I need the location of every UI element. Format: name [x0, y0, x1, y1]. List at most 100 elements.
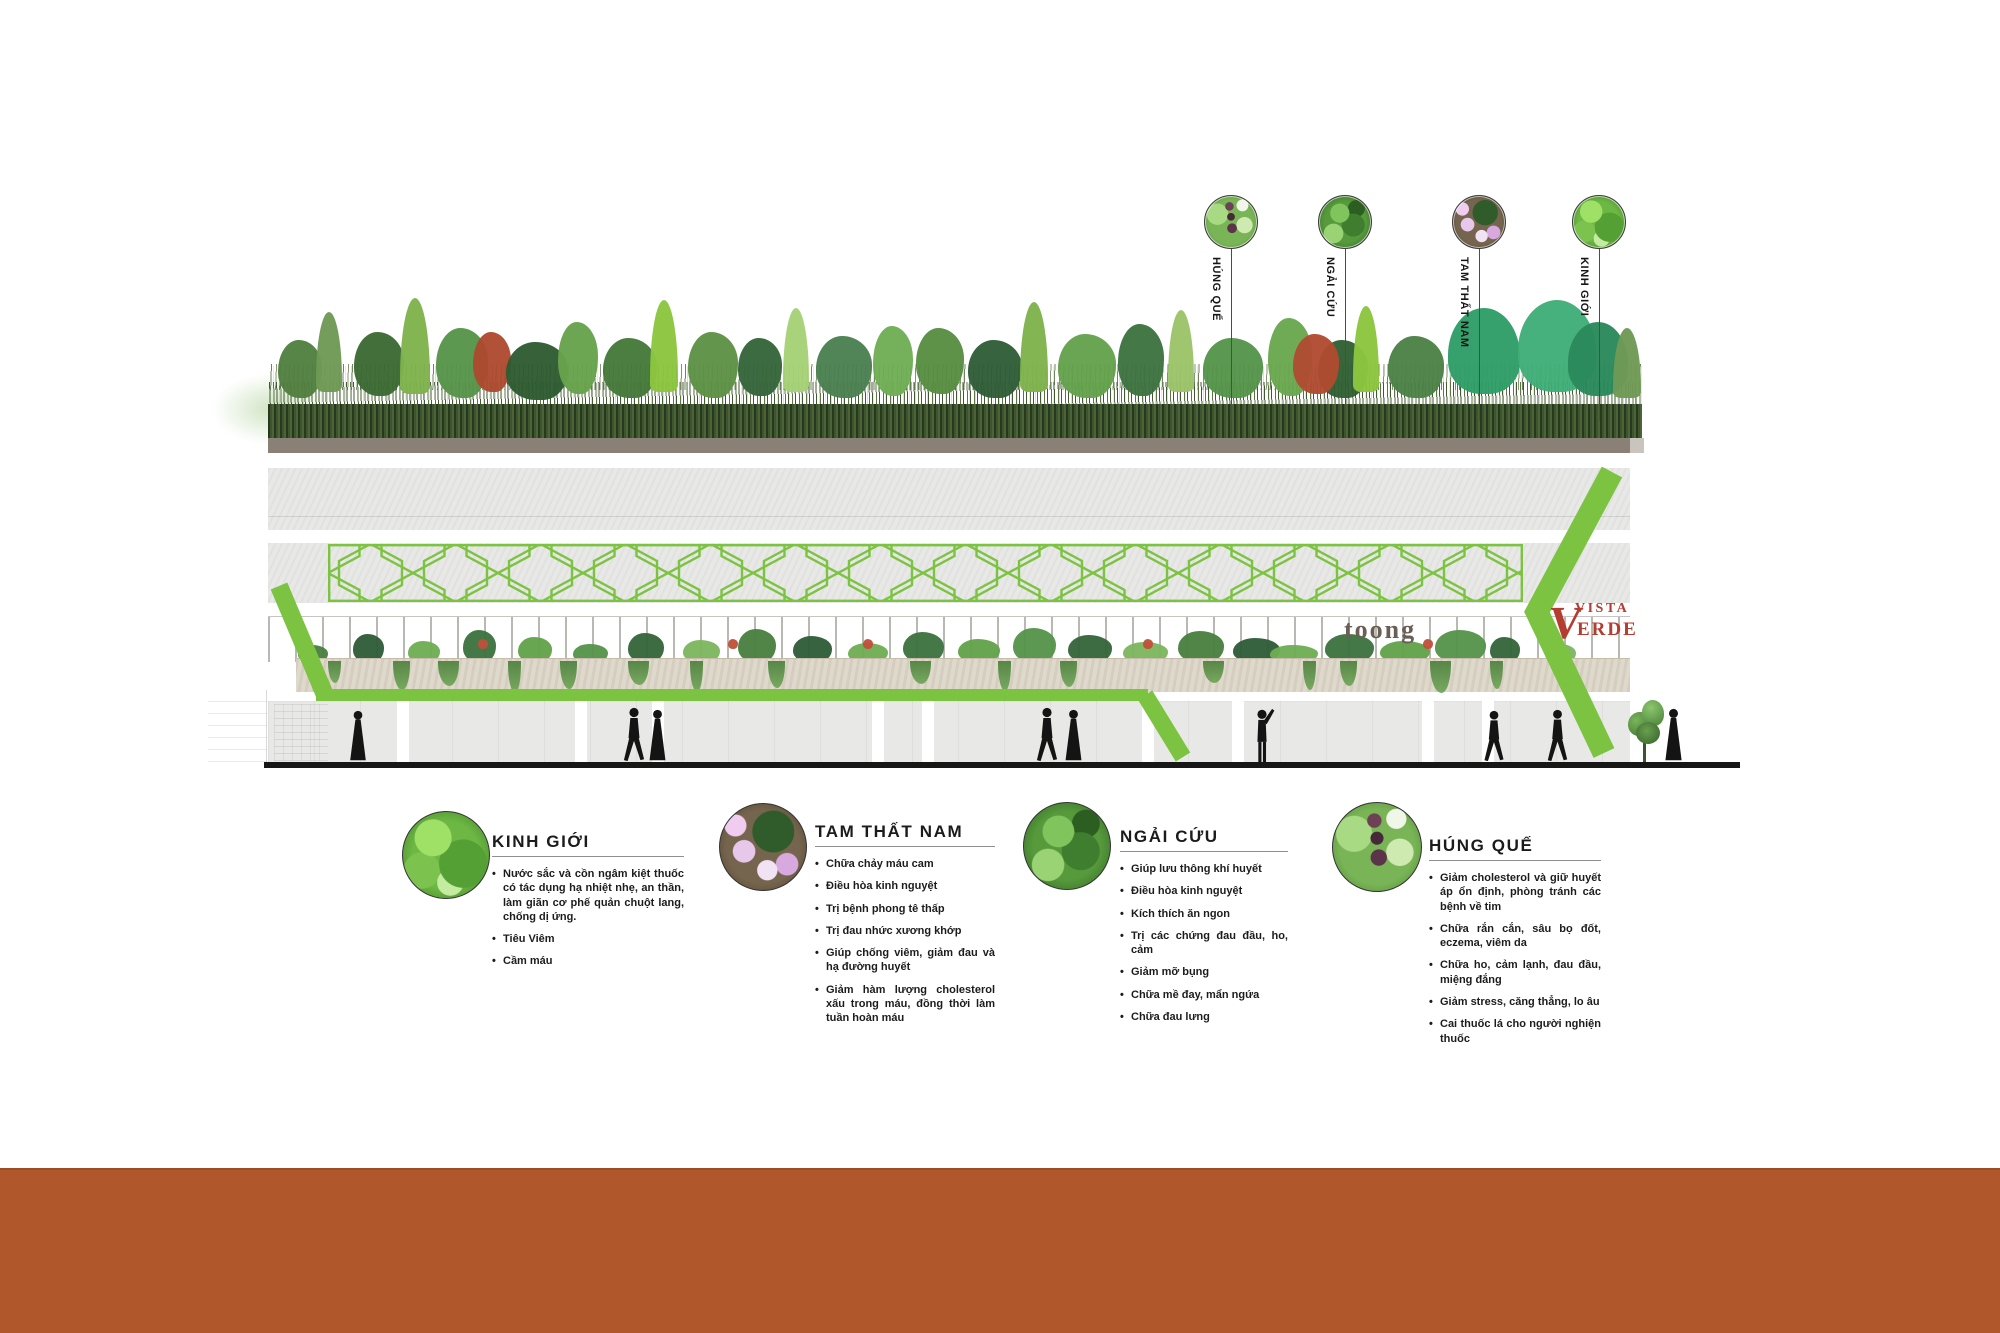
callout-hung-que: HÚNG QUẾ	[1204, 195, 1260, 421]
plant-blob	[816, 336, 872, 398]
vine	[1203, 661, 1224, 683]
brand-line1: VISTA	[1575, 601, 1630, 616]
roof-slab-edge	[1630, 438, 1644, 453]
plant-blob	[473, 332, 511, 392]
flower-accent	[863, 639, 873, 649]
plant-blob	[1020, 302, 1048, 392]
callout-label: KINH GIỚI	[1578, 257, 1590, 317]
benefit-item: Chữa chảy máu cam	[815, 857, 995, 872]
entry-sketch	[208, 690, 267, 762]
plant-blob	[1293, 334, 1339, 394]
plant-blob	[783, 308, 809, 392]
hexagon-facade-pattern	[328, 544, 1523, 602]
flower-accent	[728, 639, 738, 649]
pedestrian-silhouette	[350, 710, 366, 761]
vine	[560, 661, 577, 689]
plant-blob	[506, 342, 568, 400]
pedestrian-silhouette	[1257, 708, 1275, 762]
stair-sketch	[274, 704, 328, 761]
vine	[1430, 661, 1451, 693]
leader-line	[1231, 249, 1232, 421]
plant-photo-hung-que	[1332, 802, 1422, 892]
benefit-list: Giúp lưu thông khí huyếtĐiều hòa kinh ng…	[1120, 862, 1288, 1025]
brand-line2: ERDE	[1577, 619, 1638, 640]
plant-blob	[1118, 324, 1164, 396]
plant-blob	[738, 629, 776, 663]
street-plant	[1626, 698, 1666, 762]
vine	[1340, 661, 1357, 686]
vine	[438, 661, 459, 686]
section-title: TAM THẤT NAM	[815, 822, 964, 841]
benefit-item: Giảm hàm lượng cholesterol xấu trong máu…	[815, 983, 995, 1026]
column-gap	[1422, 701, 1434, 762]
plant-blob	[354, 332, 404, 396]
title-underline	[815, 846, 995, 847]
benefit-list: Nước sắc và cồn ngâm kiệt thuốc có tác d…	[492, 867, 684, 969]
benefit-item: Điều hòa kinh nguyệt	[815, 879, 995, 894]
plant-photo-ngai-cuu	[1023, 802, 1111, 890]
ground-line	[264, 762, 1740, 768]
benefit-item: Giúp lưu thông khí huyết	[1120, 862, 1288, 877]
column-gap	[397, 701, 409, 762]
benefit-item: Giảm stress, căng thẳng, lo âu	[1429, 995, 1601, 1010]
terrace-planting	[298, 621, 1624, 663]
section-title: NGẢI CỨU	[1120, 827, 1219, 846]
plant-blob	[1353, 306, 1379, 392]
benefit-item: Giảm mỡ bụng	[1120, 965, 1288, 980]
vine	[1060, 661, 1077, 687]
vine	[508, 661, 521, 693]
flower-accent	[1143, 639, 1153, 649]
plant-blob	[400, 298, 430, 394]
vine	[393, 661, 410, 690]
benefit-item: Nước sắc và cồn ngâm kiệt thuốc có tác d…	[492, 867, 684, 924]
title-underline	[1120, 851, 1288, 852]
plant-blob	[873, 326, 913, 396]
title-underline	[492, 856, 684, 857]
plant-photo-hung-que	[1204, 195, 1258, 249]
roof-slab	[268, 438, 1630, 453]
plant-blob	[1058, 334, 1116, 398]
terrace-floor: toong	[268, 615, 1630, 701]
benefit-list: Giảm cholesterol và giữ huyết áp ổn định…	[1429, 871, 1601, 1046]
column-gap	[872, 701, 884, 762]
benefit-item: Giảm cholesterol và giữ huyết áp ổn định…	[1429, 871, 1601, 914]
benefit-item: Chữa mề đay, mẩn ngứa	[1120, 988, 1288, 1003]
benefit-item: Chữa rắn cắn, sâu bọ đốt, eczema, viêm d…	[1429, 922, 1601, 951]
callout-tam-that-nam: TAM THẤT NAM	[1452, 195, 1508, 421]
column-gap	[1142, 701, 1154, 762]
roof-garden-planting	[213, 250, 1642, 444]
benefit-item: Trị đau nhức xương khớp	[815, 924, 995, 939]
column-gap	[1232, 701, 1244, 762]
grass-base	[268, 404, 1642, 438]
tenant-sign: toong	[1344, 615, 1417, 644]
vine	[998, 661, 1011, 691]
plant-blob	[408, 641, 440, 663]
benefit-item: Cầm máu	[492, 954, 684, 969]
column-gap	[922, 701, 934, 762]
callout-ngai-cuu: NGẢI CỨU	[1318, 195, 1374, 421]
benefit-item: Chữa ho, cảm lạnh, đau đầu, miệng đắng	[1429, 958, 1601, 987]
benefit-item: Tiêu Viêm	[492, 932, 684, 947]
plant-blob	[603, 338, 657, 398]
plant-blob	[1435, 630, 1486, 663]
plant-blob	[738, 338, 782, 396]
pedestrian-silhouette	[649, 709, 666, 761]
section-title: HÚNG QUẾ	[1429, 836, 1534, 855]
plant-blob	[278, 340, 322, 398]
pedestrian-silhouette	[1036, 707, 1058, 762]
vine	[1490, 661, 1503, 689]
plant-blob	[968, 340, 1022, 398]
plant-blob	[916, 328, 964, 394]
benefit-item: Giúp chống viêm, giảm đau và hạ đường hu…	[815, 946, 995, 975]
pedestrian-silhouette	[1547, 709, 1568, 762]
facade-joint-line	[268, 516, 1630, 517]
plant-photo-tam-that-nam	[719, 803, 807, 891]
plant-photo-kinh-gioi	[1572, 195, 1626, 249]
leader-line	[1599, 249, 1600, 421]
callout-label: NGẢI CỨU	[1324, 257, 1336, 318]
pedestrian-silhouette	[1065, 709, 1082, 761]
benefit-item: Cai thuốc lá cho người nghiện thuốc	[1429, 1017, 1601, 1046]
benefit-list: Chữa chảy máu camĐiều hòa kinh nguyệtTrị…	[815, 857, 995, 1026]
vine	[628, 661, 649, 685]
